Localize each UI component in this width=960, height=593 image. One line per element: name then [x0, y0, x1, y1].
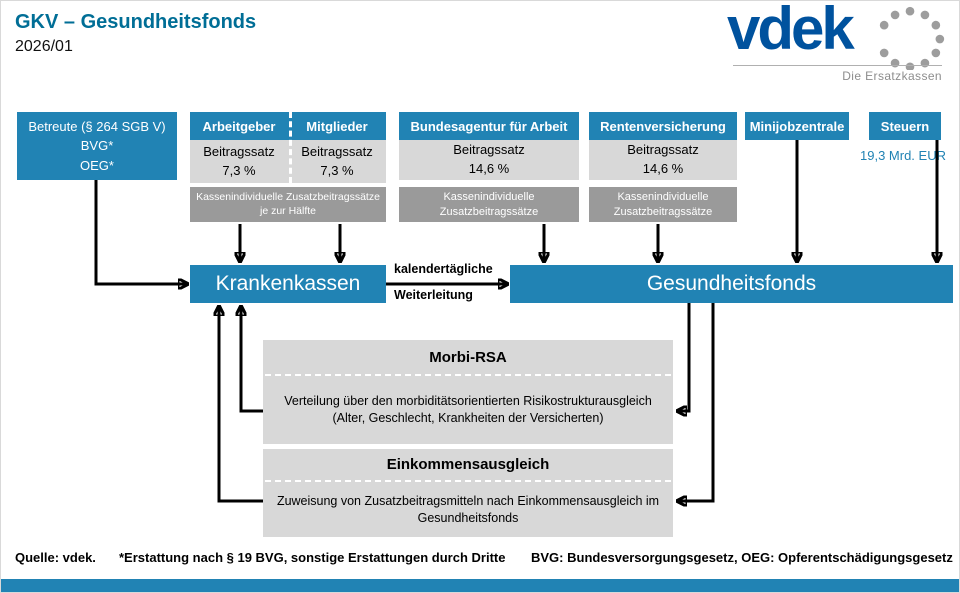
logo-rule — [733, 65, 942, 66]
einkommensausgleich-title: Einkommensausgleich — [386, 456, 550, 473]
rentenversicherung-rate-value: 14,6 % — [642, 161, 684, 176]
transfer-label-line1: kalendertägliche — [394, 262, 493, 276]
bundesagentur-zusatz-box: Kassenindividuelle Zusatzbeitragssätze — [399, 187, 579, 222]
betreute-line1: Betreute (§ 264 SGB V) — [28, 118, 166, 134]
arrow-morbi-rsa-to-krankenkassen — [241, 307, 263, 413]
einkommensausgleich-separator — [265, 480, 671, 482]
steuern-amount: 19,3 Mrd. EUR — [860, 148, 946, 163]
morbi-rsa-separator — [265, 374, 671, 376]
arbeitgeber-header-label: Arbeitgeber — [202, 118, 276, 134]
minijobzentrale-box: Minijobzentrale — [745, 112, 849, 140]
betreute-box: Betreute (§ 264 SGB V) BVG* OEG* — [17, 112, 177, 180]
arrow-gesundheitsfonds-to-einkommensausgleich — [678, 303, 715, 501]
mitglieder-rate-box: Beitragssatz 7,3 % — [288, 143, 386, 181]
page-title: GKV – Gesundheitsfonds — [15, 11, 257, 33]
arbeitgeber-rate-value: 7,3 % — [222, 162, 256, 178]
einkommensausgleich-box: Einkommensausgleich Zuweisung von Zusatz… — [263, 449, 673, 537]
arbeitgeber-mitglieder-zusatz-box: Kassenindividuelle Zusatzbeitragssätze j… — [190, 187, 386, 222]
footer-source: Quelle: vdek. — [15, 550, 96, 565]
rentenversicherung-rate-box: Beitragssatz 14,6 % — [589, 140, 737, 180]
arbeitgeber-mitglieder-header: Arbeitgeber Mitglieder — [190, 112, 386, 140]
krankenkassen-box: Krankenkassen — [190, 265, 386, 303]
vdek-ring-icon — [879, 6, 945, 70]
page-subtitle: 2026/01 — [15, 38, 73, 55]
bottom-bar — [1, 579, 959, 592]
bundesagentur-zusatz-line1: Kassenindividuelle — [443, 191, 535, 204]
betreute-line3: OEG* — [80, 157, 114, 173]
vdek-tagline: Die Ersatzkassen — [842, 69, 942, 83]
agmg-zusatz-line2: je zur Hälfte — [259, 204, 317, 217]
morbi-rsa-title: Morbi-RSA — [429, 348, 507, 366]
transfer-label-line2: Weiterleitung — [394, 288, 473, 302]
arrow-betreute-to-krankenkassen — [94, 180, 187, 284]
steuern-box: Steuern — [869, 112, 941, 140]
footer-note-erstattung: *Erstattung nach § 19 BVG, sonstige Erst… — [119, 550, 506, 565]
einkommensausgleich-description: Zuweisung von Zusatzbeitragsmitteln nach… — [276, 493, 660, 525]
arrow-gesundheitsfonds-to-morbi-rsa — [678, 303, 691, 411]
morbi-rsa-box: Morbi-RSA Verteilung über den morbidität… — [263, 340, 673, 444]
mitglieder-rate-value: 7,3 % — [320, 162, 354, 178]
bundesagentur-rate-box: Beitragssatz 14,6 % — [399, 140, 579, 180]
arbeitgeber-rate-box: Beitragssatz 7,3 % — [190, 143, 288, 181]
vdek-wordmark: vdek — [727, 0, 855, 62]
footer-note-abbrev: BVG: Bundesversorgungsgesetz, OEG: Opfer… — [531, 550, 953, 565]
arrow-einkommensausgleich-to-krankenkassen — [219, 307, 263, 503]
rentenversicherung-rate-label: Beitragssatz — [627, 142, 699, 158]
rentenversicherung-header: Rentenversicherung — [589, 112, 737, 140]
rentenversicherung-zusatz-box: Kassenindividuelle Zusatzbeitragssätze — [589, 187, 737, 222]
arbeitgeber-rate-label: Beitragssatz — [203, 143, 275, 159]
bundesagentur-zusatz-line2: Zusatzbeitragssätze — [439, 205, 539, 218]
bundesagentur-rate-value: 14,6 % — [468, 161, 510, 176]
gesundheitsfonds-box: Gesundheitsfonds — [510, 265, 953, 303]
rentenversicherung-zusatz-line2: Zusatzbeitragssätze — [613, 205, 713, 218]
bundesagentur-rate-label: Beitragssatz — [453, 142, 525, 158]
betreute-line2: BVG* — [80, 138, 114, 154]
morbi-rsa-description: Verteilung über den morbiditätsorientier… — [284, 394, 652, 425]
bundesagentur-header: Bundesagentur für Arbeit — [399, 112, 579, 140]
mitglieder-rate-label: Beitragssatz — [301, 143, 373, 159]
mitglieder-header-label: Mitglieder — [306, 118, 368, 134]
arbeitgeber-mitglieder-rates: Beitragssatz 7,3 % Beitragssatz 7,3 % — [190, 140, 386, 183]
arbeitgeber-mitglieder-divider — [289, 112, 292, 183]
agmg-zusatz-line1: Kassenindividuelle Zusatzbeitragssätze — [196, 190, 380, 203]
rentenversicherung-zusatz-line1: Kassenindividuelle — [617, 191, 709, 204]
